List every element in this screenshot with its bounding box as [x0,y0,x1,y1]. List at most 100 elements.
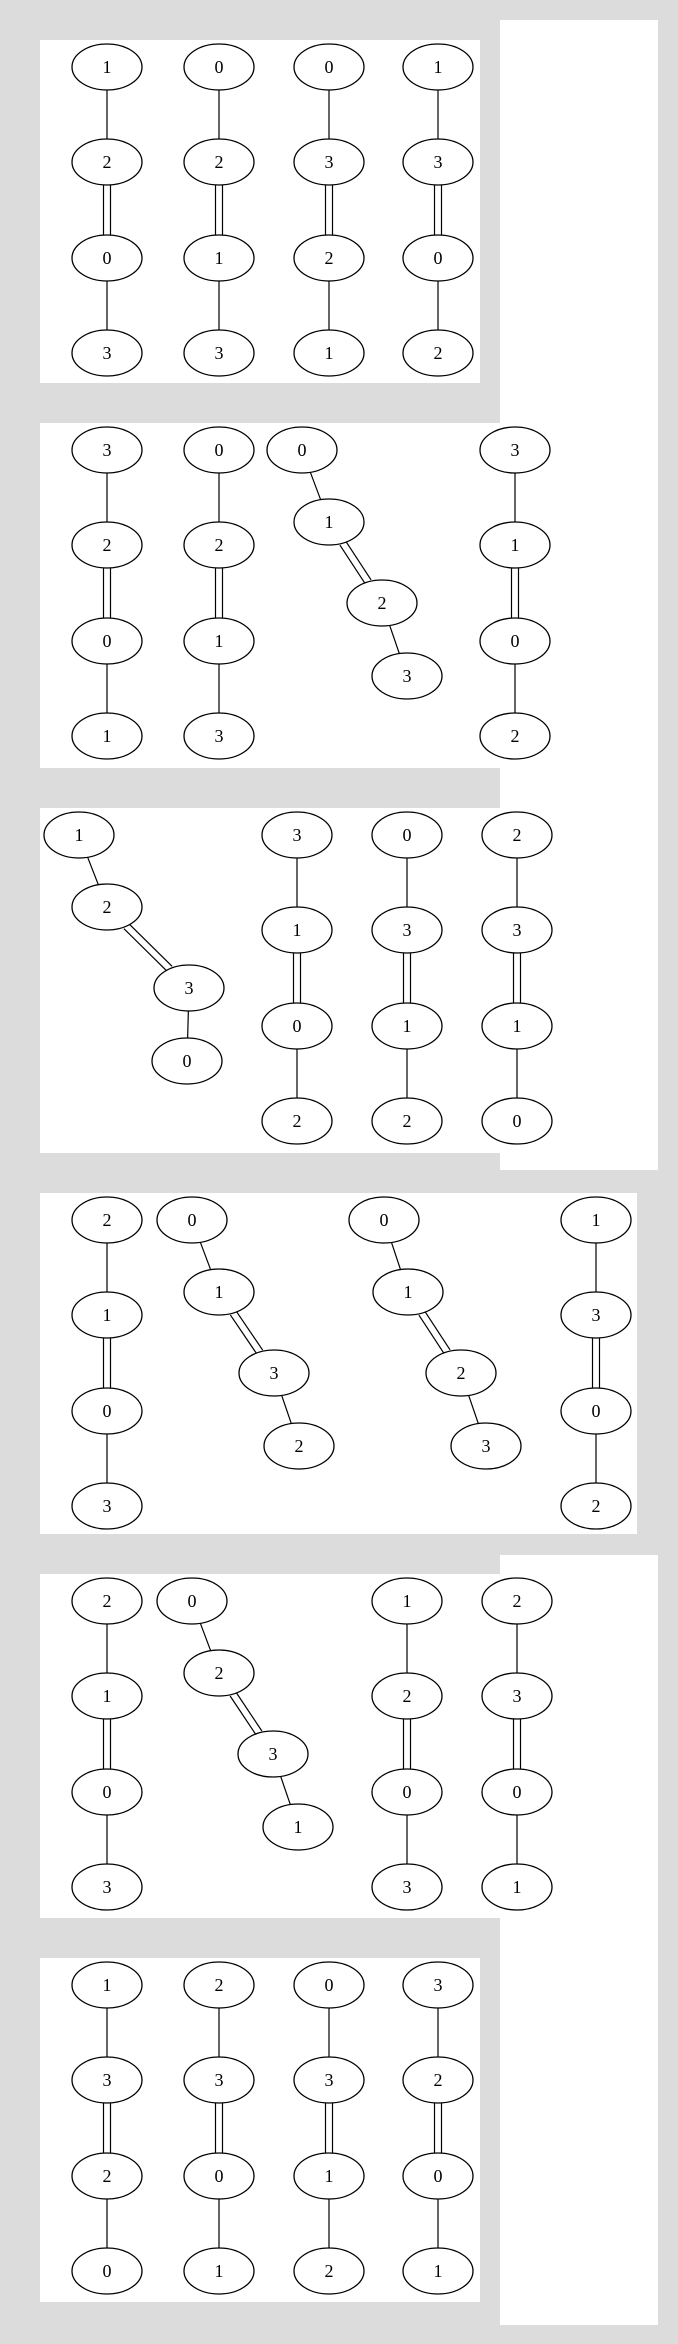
node-ellipse [402,234,474,282]
node-p6-m2-1: 2 [183,1961,255,2009]
node-ellipse [293,43,365,91]
node-p5-m2-4: 1 [262,1803,334,1851]
node-ellipse [479,712,551,760]
node-p2-m4-4: 2 [479,712,551,760]
node-label: 2 [103,2166,112,2186]
node-label: 1 [293,920,302,940]
node-ellipse [183,712,255,760]
bond-p4-m3-2-line1 [424,1310,451,1351]
node-label: 3 [434,152,443,172]
node-p6-m3-2: 3 [293,2056,365,2104]
bond-p4-m2-2-line1 [235,1310,264,1351]
node-ellipse [425,1349,497,1397]
bond-p4-m3-2-line2 [418,1314,445,1355]
node-label: 0 [403,825,412,845]
node-ellipse [71,329,143,377]
node-ellipse [156,1196,228,1244]
node-ellipse [371,1672,443,1720]
node-p1-m3-2: 3 [293,138,365,186]
node-label: 1 [215,1282,224,1302]
node-ellipse [183,1649,255,1697]
node-ellipse [261,1097,333,1145]
node-p5-m1-1: 2 [71,1577,143,1625]
node-p6-m2-4: 1 [183,2247,255,2295]
node-p6-m1-3: 2 [71,2152,143,2200]
node-p3-m1-2: 2 [71,883,143,931]
node-p4-m4-1: 1 [560,1196,632,1244]
node-ellipse [262,1803,334,1851]
node-p4-m3-3: 2 [425,1349,497,1397]
node-ellipse [71,1482,143,1530]
node-label: 0 [188,1210,197,1230]
node-label: 1 [325,512,334,532]
node-p3-m1-3: 3 [153,964,225,1012]
node-ellipse [263,1422,335,1470]
node-p3-m3-1: 0 [371,811,443,859]
node-p5-m1-4: 3 [71,1863,143,1911]
node-label: 0 [513,1782,522,1802]
node-p5-m2-2: 2 [183,1649,255,1697]
node-ellipse [71,883,143,931]
node-ellipse [71,1577,143,1625]
node-p6-m3-3: 1 [293,2152,365,2200]
node-ellipse [402,329,474,377]
node-p1-m2-3: 1 [183,234,255,282]
node-label: 0 [215,57,224,77]
node-ellipse [71,426,143,474]
node-label: 1 [215,248,224,268]
node-label: 0 [183,1051,192,1071]
node-ellipse [481,1002,553,1050]
bond-p2-m3-3 [389,625,400,654]
bond-p2-m3-1 [309,472,322,500]
node-ellipse [479,617,551,665]
bond-p4-m2-2-line2 [229,1314,258,1355]
node-p5-m3-1: 1 [371,1577,443,1625]
node-ellipse [481,1768,553,1816]
node-label: 2 [325,2261,334,2281]
node-p2-m3-1: 0 [266,426,338,474]
node-label: 1 [215,631,224,651]
node-ellipse [293,2247,365,2295]
node-label: 3 [325,2070,334,2090]
node-label: 2 [215,152,224,172]
node-label: 3 [513,1686,522,1706]
bond-p4-m3-3 [468,1395,479,1424]
bond-p5-m2-3 [280,1776,291,1805]
node-ellipse [71,521,143,569]
node-label: 3 [434,1975,443,1995]
node-label: 3 [482,1436,491,1456]
node-label: 2 [215,1975,224,1995]
node-ellipse [293,234,365,282]
node-ellipse [71,2152,143,2200]
node-p2-m2-4: 3 [183,712,255,760]
node-ellipse [183,43,255,91]
node-p3-m4-3: 1 [481,1002,553,1050]
node-label: 1 [434,57,443,77]
node-ellipse [371,811,443,859]
node-label: 0 [103,1401,112,1421]
node-ellipse [371,906,443,954]
node-p4-m4-2: 3 [560,1291,632,1339]
node-label: 3 [103,343,112,363]
node-ellipse [237,1730,309,1778]
node-p2-m1-3: 0 [71,617,143,665]
node-ellipse [560,1291,632,1339]
node-p5-m2-3: 3 [237,1730,309,1778]
node-ellipse [156,1577,228,1625]
node-label: 2 [103,1210,112,1230]
node-label: 2 [434,2070,443,2090]
node-ellipse [183,1961,255,2009]
node-p2-m3-3: 2 [346,579,418,627]
node-label: 1 [403,1016,412,1036]
node-ellipse [479,521,551,569]
node-ellipse [479,426,551,474]
node-label: 0 [103,248,112,268]
node-ellipse [71,2056,143,2104]
node-label: 3 [403,920,412,940]
node-ellipse [293,1961,365,2009]
